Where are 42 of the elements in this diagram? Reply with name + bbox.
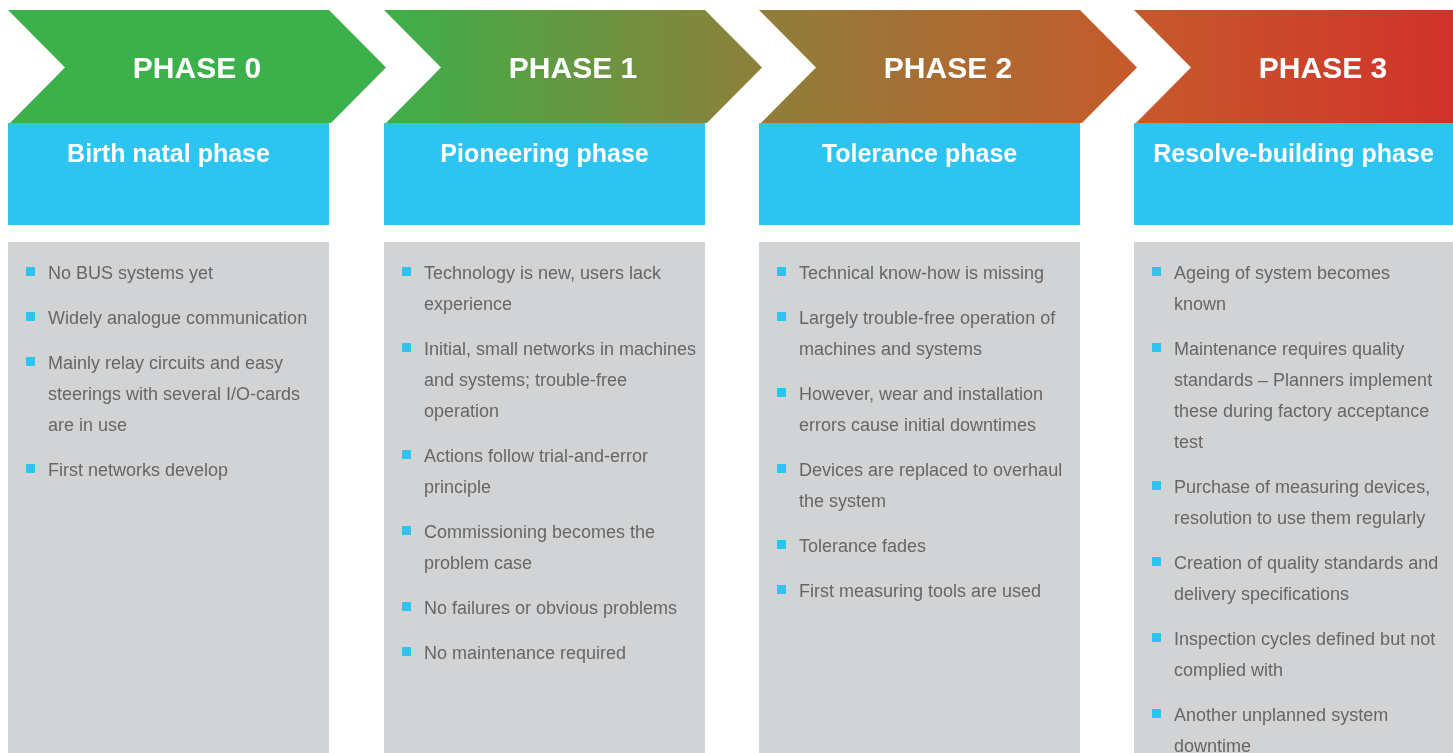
list-item: Actions follow trial-and-error principle [424,445,650,499]
list-item: Commissioning becomes the problem case [424,521,657,575]
list-item: No BUS systems yet [48,262,214,285]
bullet-list-panel [8,242,329,753]
list-item: Mainly relay circuits and easy steerings with several I/O-cards are in use [48,352,302,437]
phase-title: Tolerance phase [821,139,1018,167]
phase-title: Birth natal phase [67,139,270,167]
phase-label: PHASE 1 [507,50,639,86]
list-item: Purchase of measuring devices, resolution to use them regularly [1174,476,1432,530]
list-item: Largely trouble-free operation of machines and systems [799,307,1057,361]
list-item: Ageing of system becomes known [1174,262,1392,316]
list-item: First networks develop [48,459,229,482]
list-item: Creation of quality standards and delivery specifications [1174,552,1440,606]
list-item: Maintenance requires quality standards – Planners implement these during factory acceptance test [1174,338,1434,454]
list-item: Another unplanned system downtime [1174,704,1390,753]
phase-banner [8,10,386,123]
list-item: Tolerance fades [799,535,927,558]
list-item: Widely analogue communication [48,307,308,330]
phase-header-box [759,123,1080,225]
list-item: First measuring tools are used [799,580,1042,603]
phase-header-box [384,123,705,225]
phase-header-box [8,123,329,225]
phase-banner [759,10,1137,123]
phase-label: PHASE 3 [1257,50,1389,86]
phase-title: Resolve-building phase [1153,139,1434,167]
phase-label: PHASE 0 [131,50,263,86]
phase-header-box [1134,123,1453,225]
bullet-list-panel [384,242,705,753]
phase-label: PHASE 2 [882,50,1014,86]
phase-banner [1134,10,1453,123]
list-item: Inspection cycles defined but not complied with [1174,628,1437,682]
list-item: No maintenance required [424,642,627,665]
list-item: Technology is new, users lack experience [424,262,663,316]
list-item: Devices are replaced to overhaul the system [799,459,1064,513]
list-item: Technical know-how is missing [799,262,1045,285]
list-item: However, wear and installation errors cause initial downtimes [799,383,1045,437]
bullet-list-panel [1134,242,1453,753]
phase-title: Pioneering phase [440,139,649,167]
bullet-list-panel [759,242,1080,753]
phase-banner [384,10,762,123]
list-item: Initial, small networks in machines and systems; trouble-free operation [424,338,697,423]
list-item: No failures or obvious problems [424,597,678,620]
